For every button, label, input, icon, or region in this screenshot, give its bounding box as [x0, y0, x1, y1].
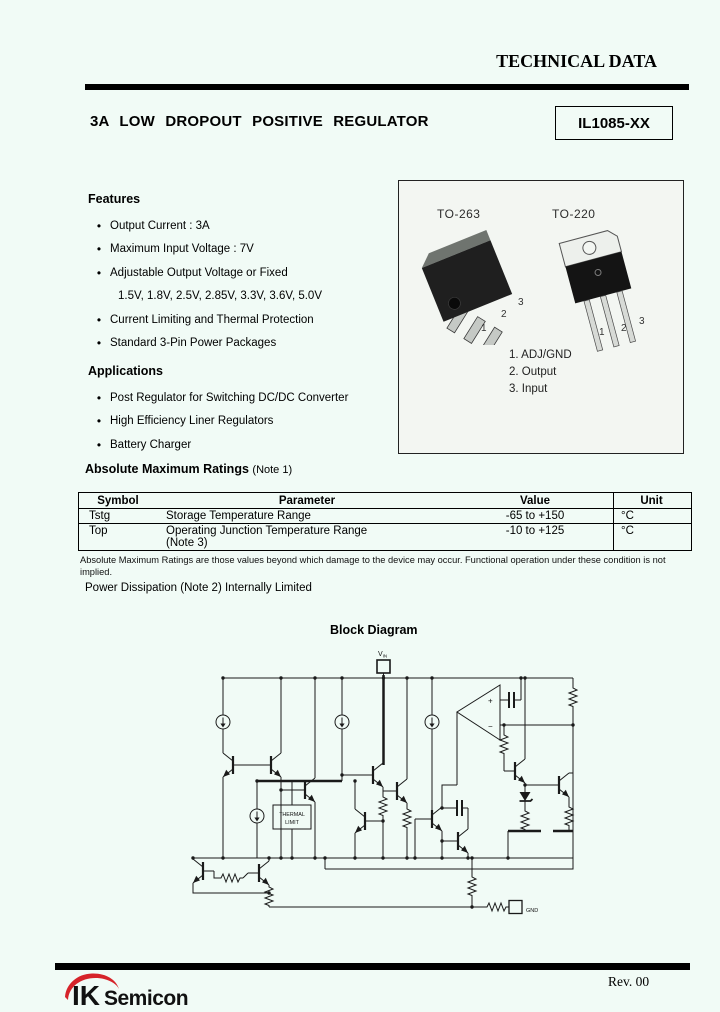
application-item: Post Regulator for Switching DC/DC Conve…: [110, 391, 349, 404]
to263-pin3-number: 3: [518, 297, 524, 308]
ratings-footnote: Absolute Maximum Ratings are those value…: [80, 555, 666, 577]
package-outline-box: TO-263 TO-220 1 2 3: [398, 180, 684, 454]
features-section: Features • Output Current : 3A • Maximum I…: [88, 192, 398, 355]
pin-legend: 1. ADJ/GND 2. Output 3. Input: [509, 347, 572, 398]
zener-diode-icon: [519, 792, 534, 802]
thermal-limit-box: [272, 804, 312, 830]
logo-swoosh-icon: [65, 973, 119, 1000]
cell-parameter-line2: (Note 3): [166, 537, 208, 549]
to220-pin1-number: 1: [599, 327, 605, 338]
table-header-row: Symbol Parameter Value Unit: [79, 493, 691, 508]
to220-label: TO-220: [552, 207, 596, 221]
cell-parameter-line1: Operating Junction Temperature Range: [166, 525, 368, 537]
block-diagram-schematic: VIN GND THERMAL LIMIT + −: [191, 651, 578, 915]
vin-pad-icon: [376, 659, 391, 674]
feature-item: Output Current : 3A: [110, 219, 210, 232]
cell-symbol: Tstg: [89, 510, 111, 522]
company-logo: IK Semicon: [65, 973, 189, 1011]
col-header-value: Value: [519, 494, 551, 507]
block-diagram-title: Block Diagram: [330, 623, 418, 637]
power-dissipation-note: Power Dissipation (Note 2) Internally Li…: [85, 582, 312, 594]
bullet-icon: •: [96, 414, 102, 429]
features-heading: Features: [88, 192, 141, 206]
table-row: Top Operating Junction Temperature Range…: [79, 523, 691, 550]
col-header-unit: Unit: [613, 493, 689, 508]
opamp-minus-label: −: [488, 722, 493, 731]
cell-unit: °C: [613, 524, 689, 550]
cell-unit: °C: [613, 509, 689, 523]
pin-legend-item: 2. Output: [509, 366, 557, 378]
part-number-box: IL1085-XX: [555, 106, 673, 140]
bullet-icon: •: [96, 218, 102, 233]
cell-parameter: Operating Junction Temperature Range (No…: [157, 524, 457, 550]
part-number: IL1085-XX: [578, 114, 650, 132]
doc-type-heading: TECHNICAL DATA: [496, 51, 657, 71]
to220-pin2-number: 2: [621, 323, 627, 334]
ratings-table: Symbol Parameter Value Unit Tstg Storage…: [78, 492, 692, 551]
cell-symbol: Top: [89, 525, 108, 537]
col-header-symbol: Symbol: [97, 494, 139, 507]
feature-item: Adjustable Output Voltage or Fixed: [110, 266, 288, 279]
application-item: High Efficiency Liner Regulators: [110, 415, 274, 428]
bullet-icon: •: [96, 437, 102, 452]
cell-value: -65 to +150: [505, 510, 565, 522]
page-title: 3A LOW DROPOUT POSITIVE REGULATOR: [90, 113, 429, 130]
feature-item: Current Limiting and Thermal Protection: [110, 313, 314, 326]
ratings-heading-note: (Note 1): [252, 464, 293, 476]
gnd-pad-icon: [508, 899, 523, 915]
bullet-icon: •: [96, 312, 102, 327]
applications-heading: Applications: [88, 364, 164, 378]
gnd-label: GND: [526, 908, 538, 914]
vin-label: VIN: [378, 651, 387, 659]
applications-section: Applications • Post Regulator for Switchi…: [88, 364, 408, 457]
opamp-icon: [456, 684, 501, 741]
to263-pin2-number: 2: [501, 309, 507, 320]
logo-ik-text: IK: [72, 980, 100, 1011]
feature-item: Maximum Input Voltage : 7V: [110, 243, 254, 256]
bullet-icon: •: [96, 390, 102, 405]
to263-pin1-number: 1: [481, 323, 487, 334]
opamp-plus-label: +: [488, 697, 493, 706]
cell-value: -10 to +125: [505, 525, 565, 537]
pin-legend-item: 1. ADJ/GND: [509, 349, 572, 361]
bullet-icon: •: [96, 336, 102, 351]
header-rule: [85, 84, 689, 90]
application-item: Battery Charger: [110, 438, 192, 451]
col-header-parameter: Parameter: [278, 494, 336, 507]
bullet-icon: •: [96, 242, 102, 257]
table-row: Tstg Storage Temperature Range -65 to +1…: [79, 508, 691, 523]
feature-voltage-list: 1.5V, 1.8V, 2.5V, 2.85V, 3.3V, 3.6V, 5.0…: [118, 290, 323, 303]
to263-label: TO-263: [437, 207, 481, 221]
logo-semicon-text: Semicon: [104, 987, 188, 1010]
feature-item: Standard 3-Pin Power Packages: [110, 337, 277, 350]
to220-pin3-number: 3: [639, 316, 645, 327]
footer-rule: [55, 963, 690, 970]
to220-package-drawing: 1 2 3: [558, 230, 645, 352]
ratings-heading-text: Absolute Maximum Ratings: [85, 462, 249, 476]
to263-package-drawing: 1 2 3: [421, 230, 524, 345]
bullet-icon: •: [96, 265, 102, 280]
thermal-limit-label-1: THERMAL: [279, 812, 305, 818]
cell-parameter: Storage Temperature Range: [166, 510, 311, 522]
thermal-limit-label-2: LIMIT: [285, 820, 299, 826]
revision-label: Rev. 00: [608, 974, 650, 989]
ratings-heading: Absolute Maximum Ratings (Note 1): [85, 462, 292, 476]
pin-legend-item: 3. Input: [509, 383, 548, 395]
